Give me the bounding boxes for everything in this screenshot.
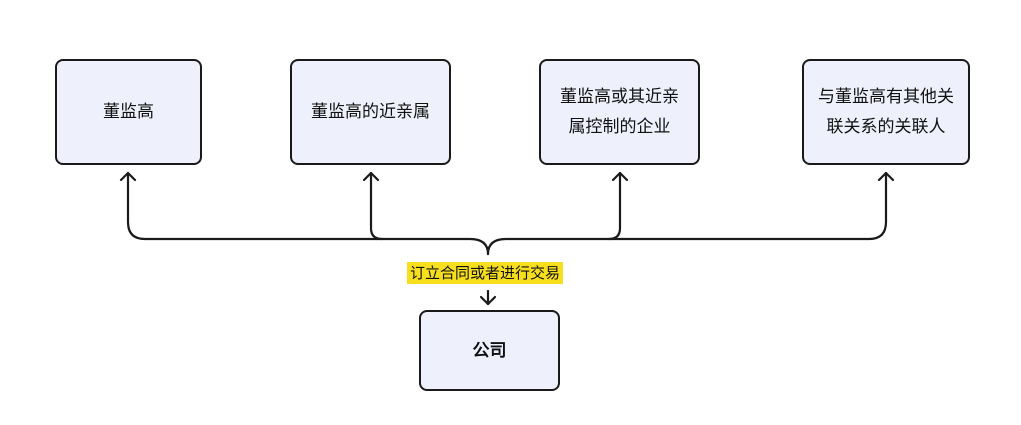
node-company-label: 公司 — [472, 340, 507, 361]
node-executives: 董监高 — [55, 59, 202, 165]
node-controlled-enterprises: 董监高或其近亲属控制的企业 — [539, 59, 700, 165]
branch-line-4 — [486, 171, 888, 256]
node-other-related-parties: 与董监高有其他关联关系的关联人 — [802, 59, 970, 165]
company-arrow-head — [479, 295, 497, 306]
arrow-head-2 — [362, 171, 380, 182]
branch-line-1 — [126, 171, 490, 256]
edge-label: 订立合同或者进行交易 — [407, 262, 564, 284]
branch-line-3 — [607, 171, 622, 241]
node-executives-label: 董监高 — [103, 102, 154, 122]
arrow-head-1 — [119, 171, 137, 182]
branch-line-2 — [369, 171, 384, 241]
node-controlled-enterprises-label: 董监高或其近亲属控制的企业 — [560, 87, 679, 137]
node-company: 公司 — [419, 310, 560, 391]
node-close-relatives: 董监高的近亲属 — [290, 59, 451, 165]
node-close-relatives-label: 董监高的近亲属 — [311, 102, 430, 122]
arrow-head-3 — [611, 171, 629, 182]
arrow-head-4 — [877, 171, 895, 182]
node-other-related-parties-label: 与董监高有其他关联关系的关联人 — [818, 87, 954, 137]
